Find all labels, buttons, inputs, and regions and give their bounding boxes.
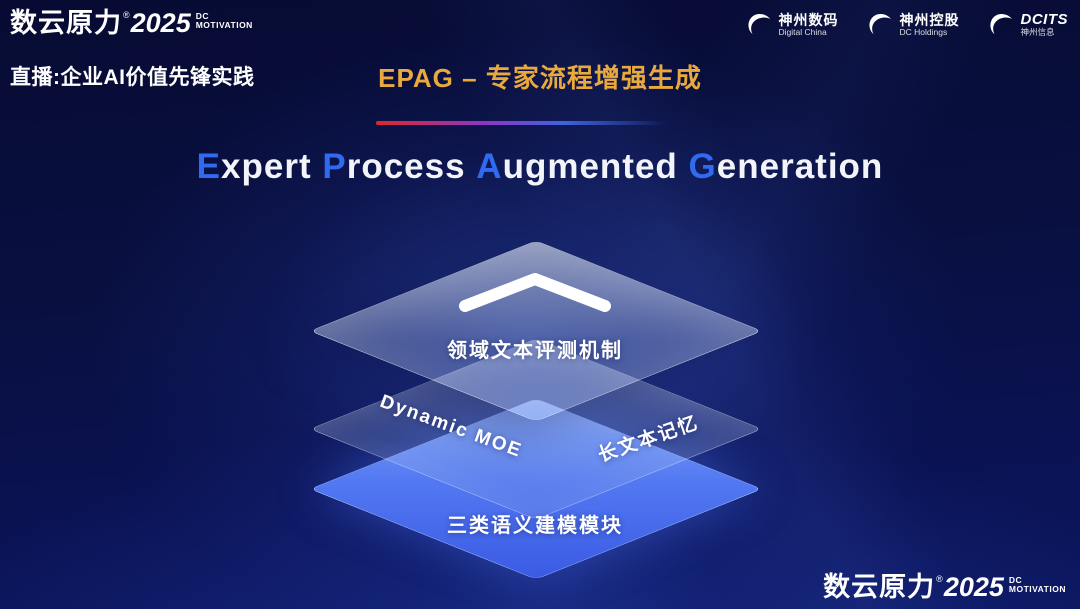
partner-logos: 神州数码 Digital China 神州控股 DC Holdings DCIT…	[746, 11, 1069, 38]
headline-text: ugmented	[502, 147, 689, 186]
slide-title: EPAG – 专家流程增强生成	[378, 63, 702, 93]
brand-year: 2025	[130, 8, 191, 38]
brand-name: 数云原力	[10, 8, 122, 38]
brand-motivation: MOTIVATION	[1008, 583, 1066, 594]
brand-motivation: MOTIVATION	[195, 19, 253, 30]
brand-reg-mark: ®	[936, 574, 943, 584]
partner-text: 神州控股 DC Holdings	[900, 12, 960, 38]
dc-holdings-swoosh-icon	[868, 13, 891, 35]
headline-initial-a: A	[476, 147, 503, 186]
partner-subname: Digital China	[778, 26, 827, 37]
headline-text: xpert	[221, 147, 323, 186]
brand-subtitle: DC MOTIVATION	[1009, 576, 1066, 593]
partner-text: DCITS 神州信息	[1021, 11, 1069, 38]
brand-dc: DC	[1008, 575, 1023, 585]
brand-logo-bottom-right: 数云原力 ® 2025 DC MOTIVATION	[823, 574, 1066, 601]
partner-subname: DC Holdings	[899, 26, 948, 37]
top-layer-label: 领域文本评测机制	[447, 340, 623, 362]
dcits-swoosh-icon	[989, 13, 1012, 35]
digital-china-swoosh-icon	[747, 13, 770, 35]
brand-name: 数云原力	[823, 572, 936, 602]
headline-text: eneration	[716, 147, 884, 186]
headline-initial-e: E	[196, 147, 222, 186]
brand-subtitle: DC MOTIVATION	[196, 12, 253, 29]
english-headline: Expert Process Augmented Generation	[0, 147, 1080, 187]
chevron-up-icon	[459, 273, 611, 312]
brand-year: 2025	[943, 572, 1004, 602]
partner-name: 神州控股	[899, 11, 960, 28]
partner-dcits: DCITS 神州信息	[988, 11, 1069, 38]
partner-subname: 神州信息	[1020, 27, 1055, 38]
brand-dc: DC	[195, 11, 209, 21]
brand-logo-top-left: 数云原力 ® 2025 DC MOTIVATION	[10, 10, 253, 37]
headline-text: rocess	[346, 147, 477, 186]
headline-initial-g: G	[688, 147, 717, 186]
gradient-divider	[376, 121, 668, 125]
live-label: 直播:企业AI价值先锋实践	[10, 66, 255, 89]
bottom-layer-label: 三类语义建模模块	[447, 515, 623, 537]
partner-name: 神州数码	[778, 11, 839, 28]
partner-name: DCITS	[1020, 11, 1068, 28]
partner-dc-holdings: 神州控股 DC Holdings	[867, 11, 960, 38]
partner-text: 神州数码 Digital China	[779, 12, 839, 38]
brand-reg-mark: ®	[123, 10, 130, 20]
partner-digital-china: 神州数码 Digital China	[746, 11, 839, 38]
headline-initial-p: P	[322, 147, 347, 186]
